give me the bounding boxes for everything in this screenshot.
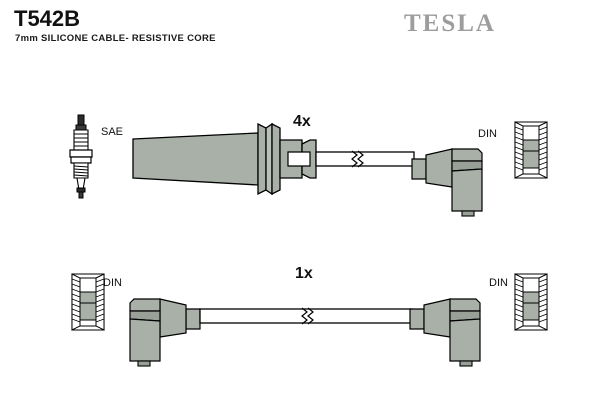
din-socket-bottom-left <box>71 273 105 331</box>
straight-boot-top-left <box>132 122 317 196</box>
page-title: T542B <box>14 6 81 31</box>
cable-top-row <box>315 150 415 168</box>
quantity-label-top-row: 4x <box>293 113 311 130</box>
label-din-top-right: DIN <box>478 128 497 140</box>
part-description: 7mm SILICONE CABLE- RESISTIVE CORE <box>15 33 216 44</box>
right-angle-boot-top-right <box>411 148 483 217</box>
quantity-label-bottom-row: 1x <box>295 265 313 282</box>
tesla-brand-logo: TESLA <box>404 10 496 37</box>
label-din-bottom-right: DIN <box>489 277 508 289</box>
cable-break-symbol-bottom <box>300 307 314 325</box>
cable-bottom-row <box>199 307 413 325</box>
din-socket-bottom-right <box>514 273 548 331</box>
right-angle-boot-bottom-right <box>409 298 481 367</box>
cable-break-symbol-top <box>350 150 364 168</box>
label-din-bottom-left: DIN <box>103 277 122 289</box>
din-socket-top-right <box>514 121 548 179</box>
spark-plug-sae-terminal <box>69 114 93 199</box>
label-sae-top-left: SAE <box>101 126 124 138</box>
right-angle-boot-bottom-left <box>129 298 201 367</box>
